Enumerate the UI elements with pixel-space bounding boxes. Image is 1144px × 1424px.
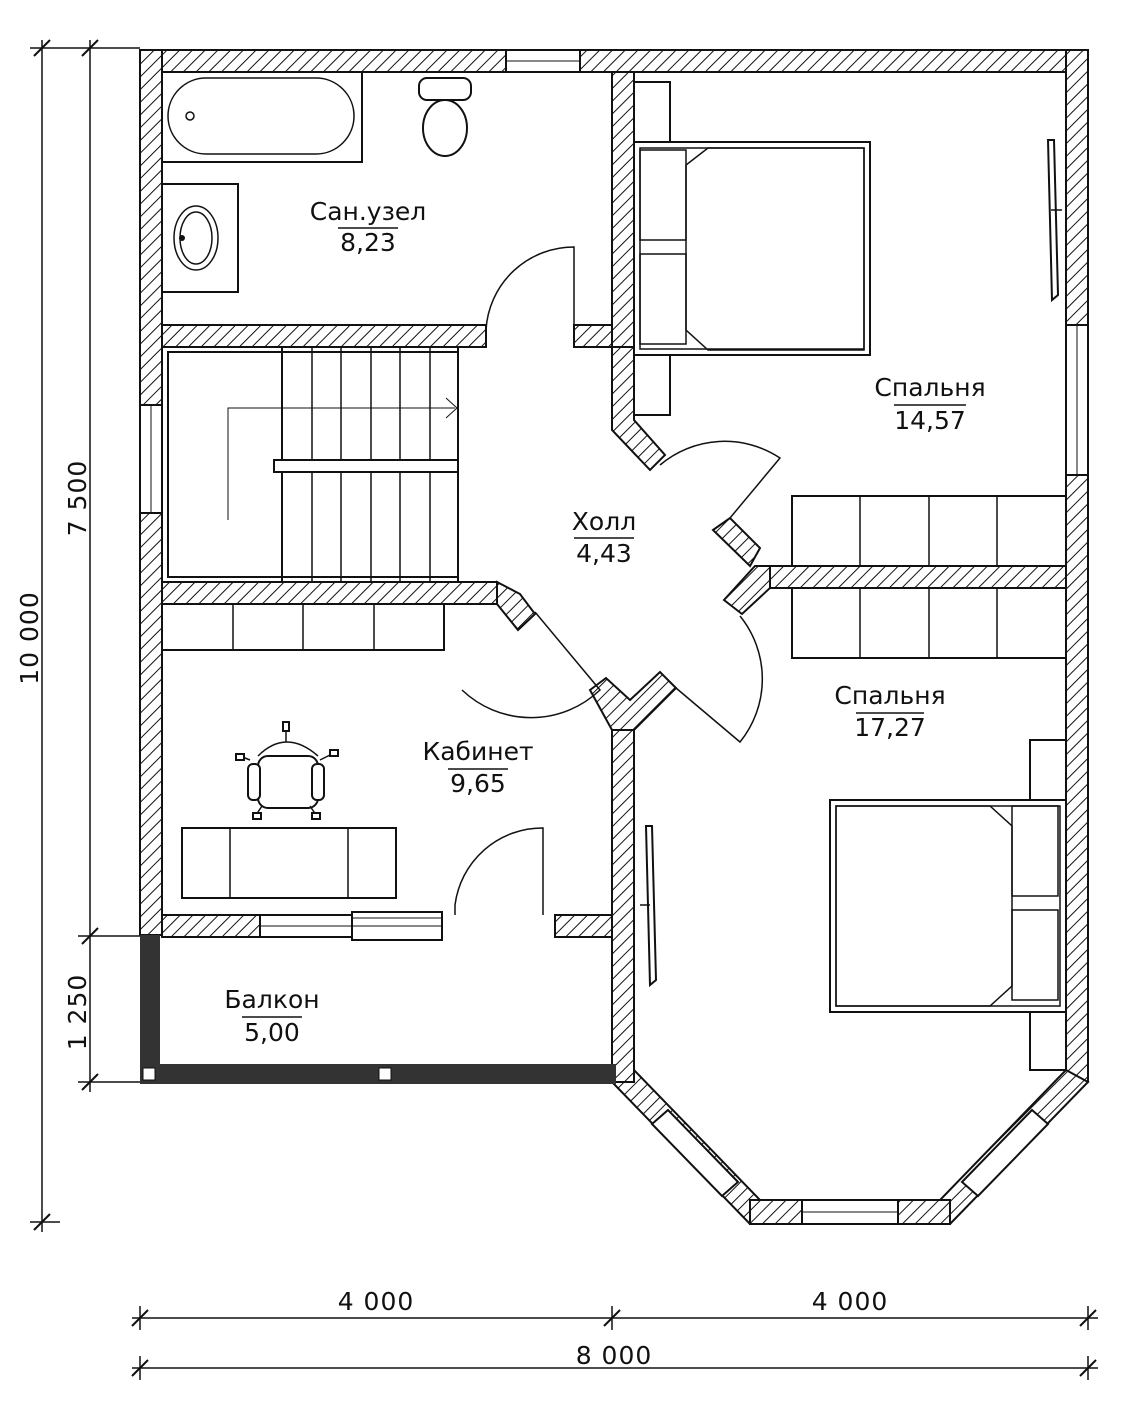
bed-bottom bbox=[829, 799, 1067, 1013]
bathroom-name: Сан.узел bbox=[310, 197, 427, 226]
bedroom-bottom-area: 17,27 bbox=[854, 713, 926, 742]
bedroom-top-furniture bbox=[633, 81, 1067, 567]
office-chair bbox=[235, 721, 339, 820]
windows bbox=[139, 49, 1089, 1225]
toilet-bowl bbox=[422, 99, 468, 157]
desk bbox=[181, 827, 397, 899]
bedroom-top-area: 14,57 bbox=[894, 406, 966, 435]
bedroom-bottom-name: Спальня bbox=[834, 681, 945, 710]
dim-balcony-depth: 1 250 bbox=[63, 974, 92, 1051]
dim-left-width: 4 000 bbox=[338, 1287, 415, 1316]
toilet-tank bbox=[418, 77, 472, 101]
bedroom-top-name: Спальня bbox=[874, 373, 985, 402]
balcony-railing bbox=[140, 911, 616, 1084]
bed-top bbox=[633, 141, 871, 356]
dim-upper-height: 7 500 bbox=[63, 460, 92, 537]
bathroom-fixtures bbox=[161, 71, 472, 293]
balcony-area: 5,00 bbox=[244, 1018, 300, 1047]
office-area: 9,65 bbox=[450, 769, 506, 798]
hall-name: Холл bbox=[572, 507, 636, 536]
dimension-lines: 10 000 7 500 1 250 4 000 4 000 8 000 bbox=[15, 39, 1098, 1380]
bathroom-area: 8,23 bbox=[340, 228, 396, 257]
staircase bbox=[161, 346, 459, 583]
dim-total-width: 8 000 bbox=[576, 1341, 653, 1370]
bathtub bbox=[161, 71, 363, 163]
room-labels: Сан.узел 8,23 Холл 4,43 Спальня 14,57 Сп… bbox=[224, 197, 985, 1047]
hall-area: 4,43 bbox=[576, 539, 632, 568]
doors bbox=[454, 246, 782, 915]
dim-right-width: 4 000 bbox=[812, 1287, 889, 1316]
dim-total-height: 10 000 bbox=[15, 591, 44, 684]
bedroom-bottom-furniture bbox=[640, 587, 1067, 1071]
office-furniture bbox=[161, 603, 445, 899]
balcony-name: Балкон bbox=[224, 985, 319, 1014]
office-name: Кабинет bbox=[422, 737, 533, 766]
